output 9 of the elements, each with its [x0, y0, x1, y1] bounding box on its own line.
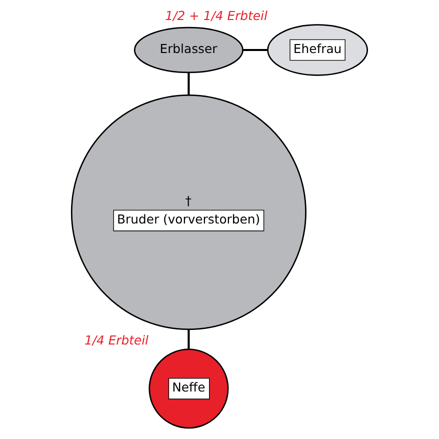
- node-label: 1/2 + 1/4 Erbteil: [165, 8, 268, 24]
- connector: [242, 48, 268, 52]
- node-circle: Neffe: [148, 348, 229, 429]
- node-label: 1/4 Erbteil: [84, 332, 148, 348]
- node-ellipse: Ehefrau: [267, 24, 368, 76]
- node-ellipse: Erblasser: [134, 26, 244, 74]
- connector: [188, 329, 190, 349]
- connector: [188, 72, 190, 96]
- node-circle: † Bruder (vorverstorben): [70, 94, 306, 330]
